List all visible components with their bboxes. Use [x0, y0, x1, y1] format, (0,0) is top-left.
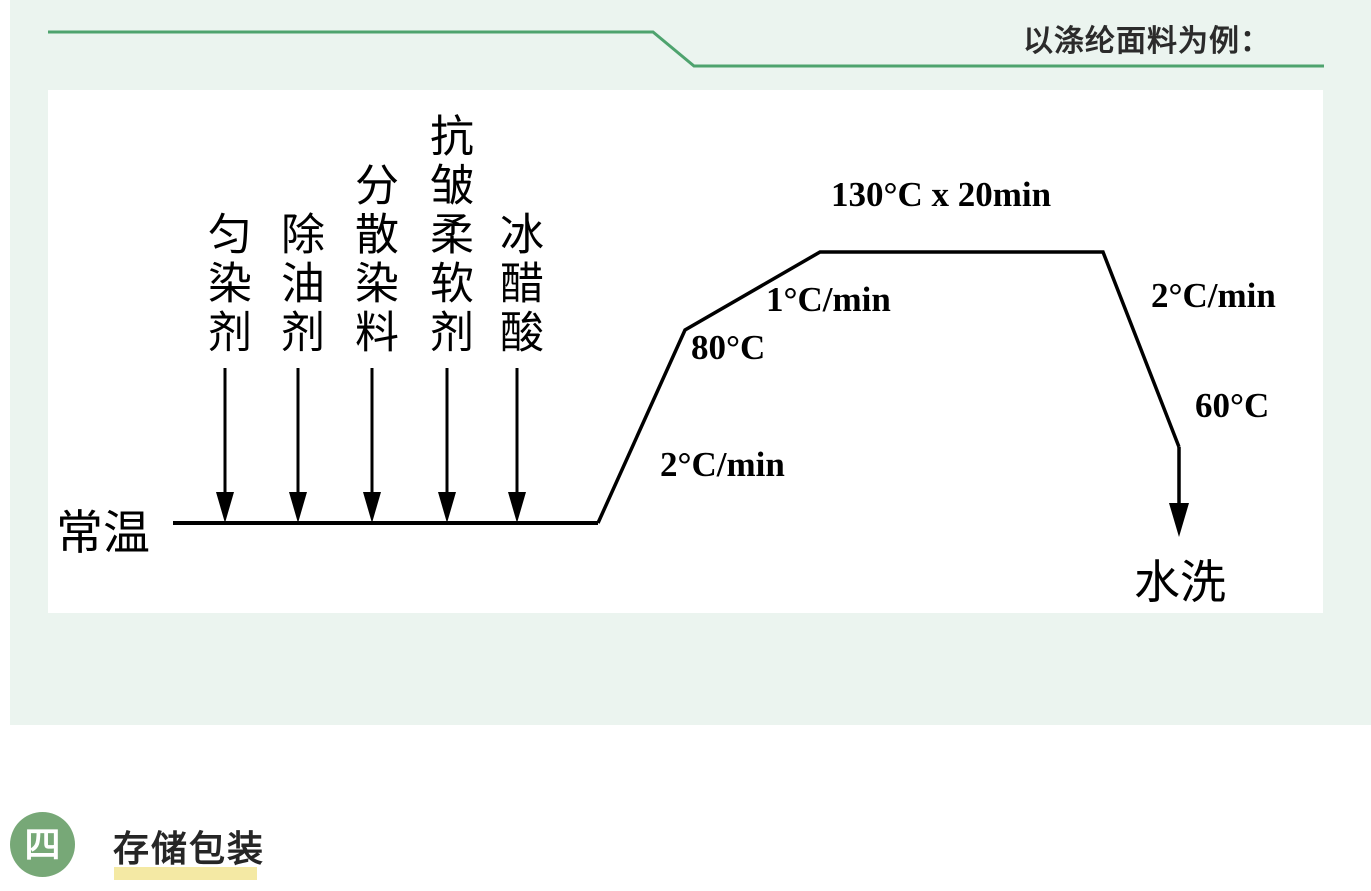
hold-130c-20min-label: 130°C x 20min	[831, 175, 1052, 214]
heating-rate-1-label: 2°C/min	[660, 445, 785, 484]
water-wash-label: 水洗	[1134, 557, 1226, 608]
decorative-step-line	[48, 30, 1324, 68]
temperature-profile	[596, 250, 1181, 524]
dyeing-process-diagram: 匀染剂 除油剂 分散染料 抗皱柔软剂 冰醋酸 常温 2°C/min 80°C 1…	[48, 90, 1323, 613]
room-temperature-label: 常温	[56, 508, 150, 560]
additive-label-antiwrinkle-softener: 抗皱柔软剂	[423, 113, 472, 358]
temp-60c-label: 60°C	[1195, 386, 1270, 425]
title-highlight-bar	[114, 867, 257, 880]
cooling-rate-label: 2°C/min	[1151, 276, 1276, 315]
additive-label-oil-remover: 除油剂	[274, 211, 323, 358]
additive-label-leveling-agent: 匀染剂	[201, 211, 250, 358]
temperature-curve-svg	[173, 250, 1189, 537]
section-number-badge: 四	[10, 812, 75, 877]
temp-80c-label: 80°C	[691, 328, 766, 367]
section-title: 存储包装	[113, 828, 266, 869]
wash-arrowhead	[1169, 503, 1189, 537]
heating-rate-2-label: 1°C/min	[766, 280, 891, 319]
additive-label-glacial-acetic-acid: 冰醋酸	[493, 211, 542, 358]
additive-arrowheads	[216, 492, 526, 523]
example-note: 以涤纶面料为例：	[1023, 25, 1271, 58]
additive-arrows	[223, 368, 519, 496]
additive-label-disperse-dye: 分散染料	[348, 162, 397, 358]
